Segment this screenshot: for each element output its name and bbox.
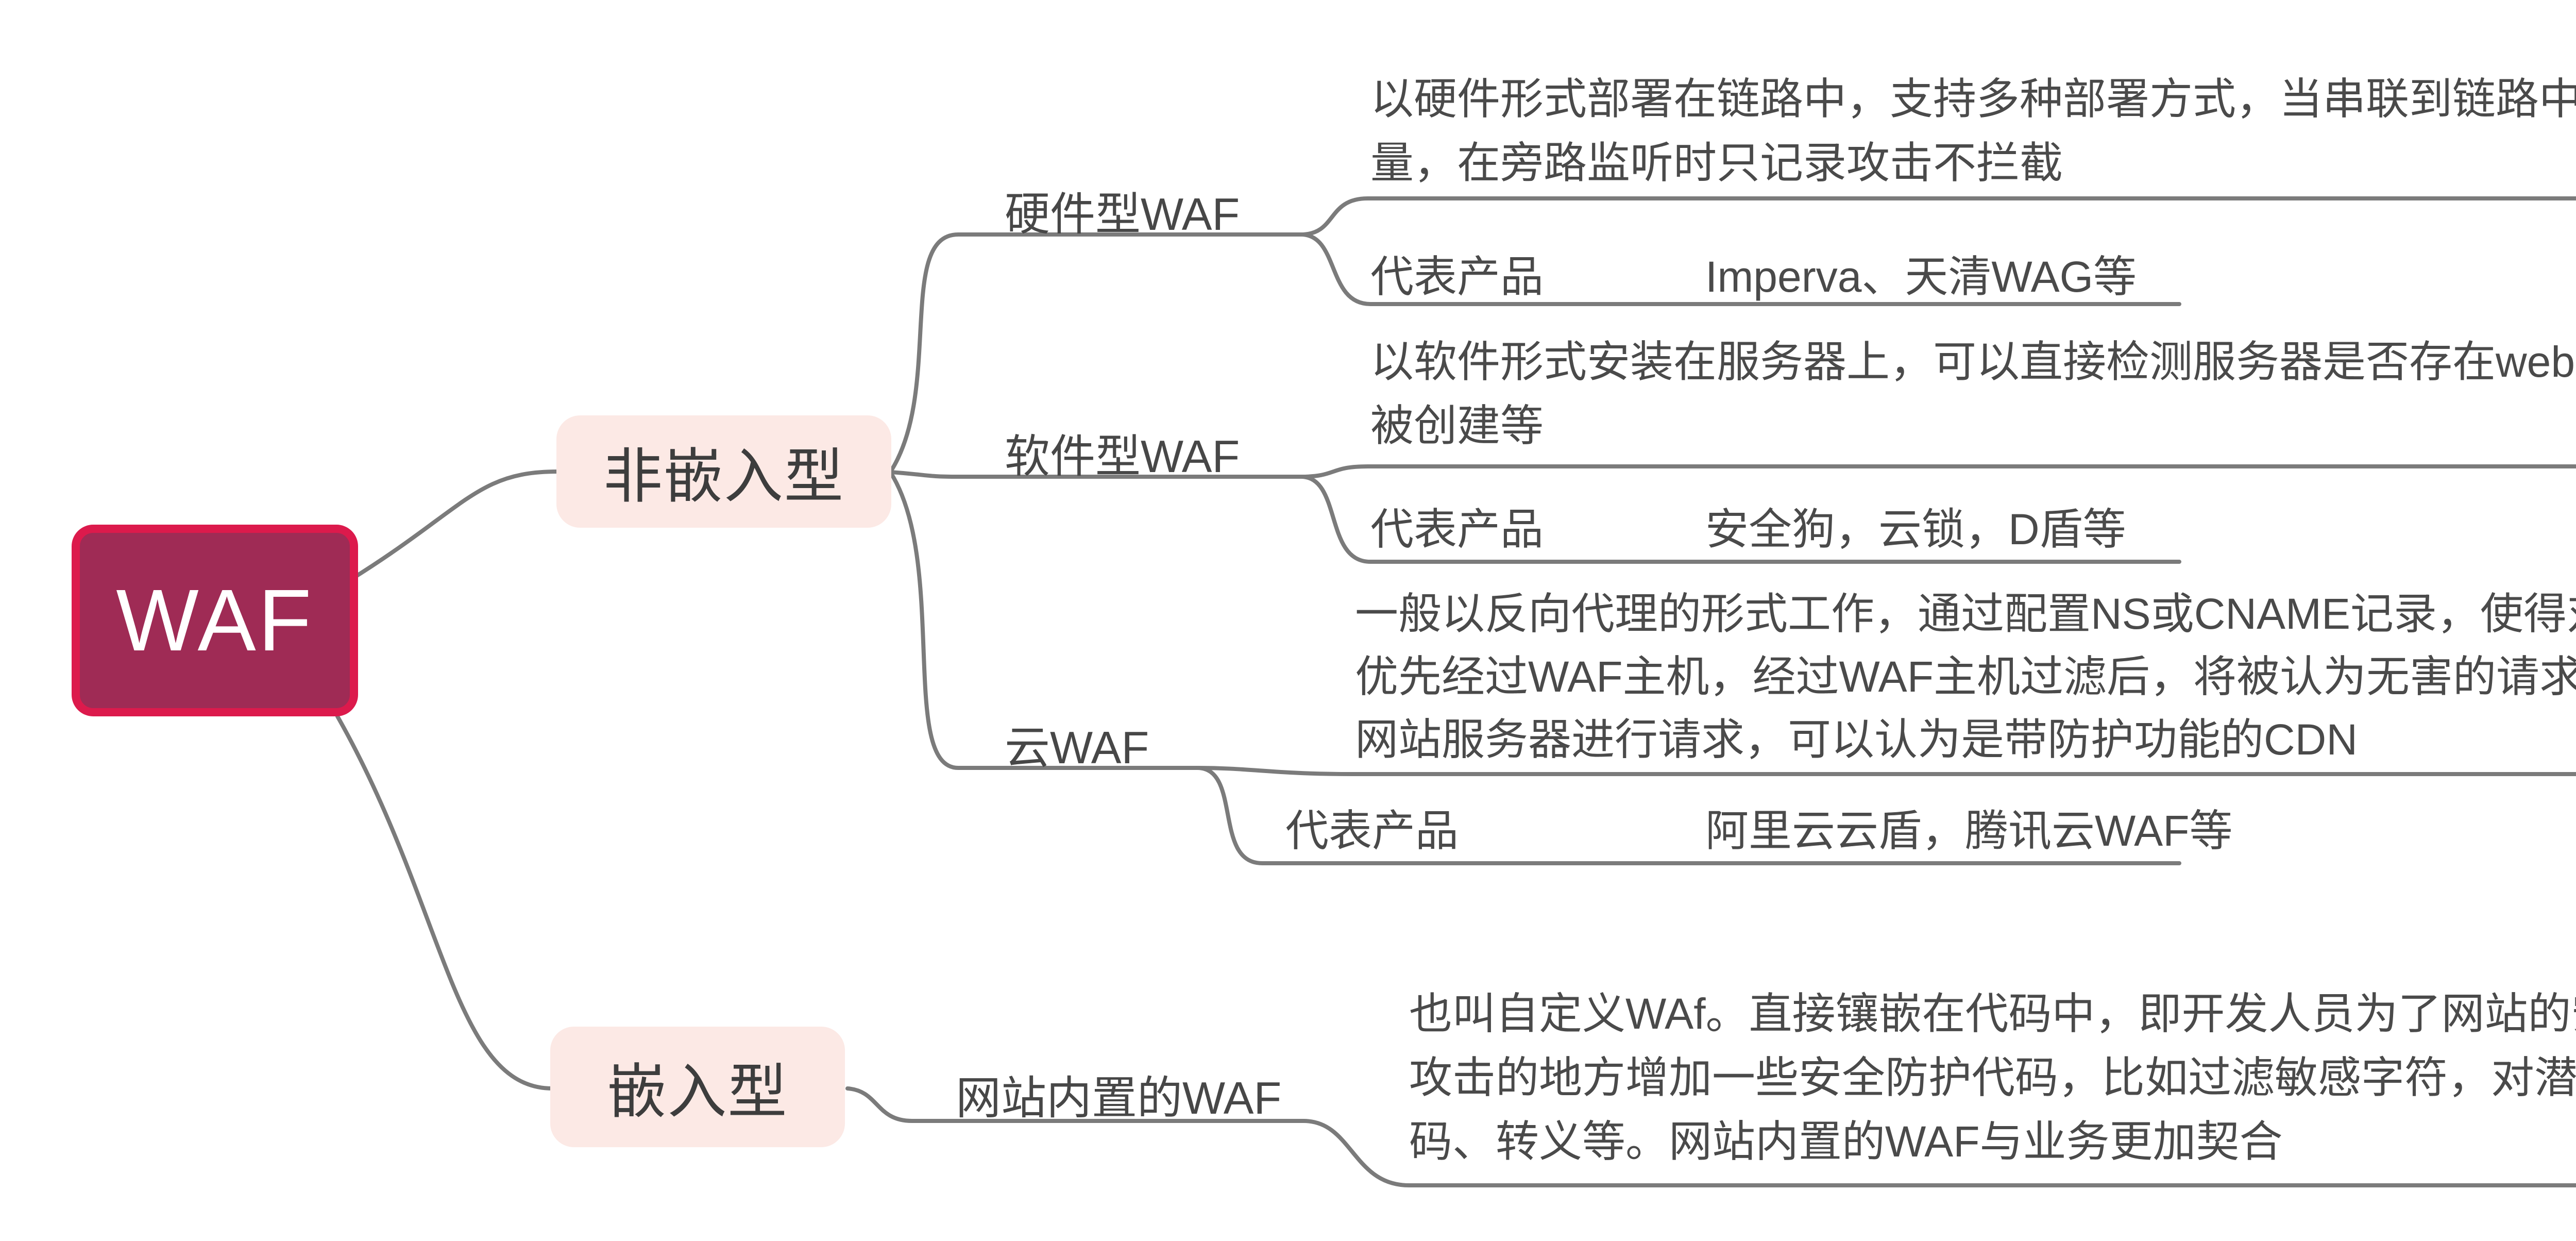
leaf-topic-cloud-waf[interactable]: 云WAF xyxy=(1005,722,1149,773)
edge-software-desc xyxy=(1299,464,2576,479)
branch-topic-non-embedded[interactable]: 非嵌入型 xyxy=(556,415,891,528)
leaf-topic-software-waf[interactable]: 软件型WAF xyxy=(1005,431,1240,482)
hardware-waf-products-label: 代表产品 xyxy=(1370,253,1544,301)
hardware-waf-description: 以硬件形式部署在链路中，支持多种部署方式，当串联到链路中时可以拦截恶意流 量，在… xyxy=(1370,75,2576,187)
leaf-topic-hardware-waf[interactable]: 硬件型WAF xyxy=(1005,189,1240,240)
leaf-topic-builtin-waf[interactable]: 网站内置的WAF xyxy=(956,1072,1282,1123)
software-waf-products: 安全狗，云锁，D盾等 xyxy=(1705,505,2126,554)
edge-hardware-desc xyxy=(1299,196,2576,237)
edge-to-cloud-waf xyxy=(888,470,1200,770)
edge-to-software-waf xyxy=(888,470,1303,479)
branch-topic-embedded[interactable]: 嵌入型 xyxy=(550,1027,845,1147)
hardware-waf-products: Imperva、天清WAG等 xyxy=(1705,253,2137,301)
branch-topic-label: 非嵌入型 xyxy=(603,444,844,510)
root-topic-waf[interactable]: WAF xyxy=(72,525,358,716)
edge-to-hardware-waf xyxy=(888,232,1303,474)
cloud-waf-products: 阿里云云盾，腾讯云WAF等 xyxy=(1705,807,2233,855)
builtin-waf-description: 也叫自定义WAf。直接镶嵌在代码中，即开发人员为了网站的安全，会在可能遭受 攻击… xyxy=(1409,990,2576,1166)
edge-software-products xyxy=(1299,475,2181,564)
software-waf-description: 以软件形式安装在服务器上，可以直接检测服务器是否存在webshell、是否有文件… xyxy=(1370,338,2576,450)
edge-root-to-embedded xyxy=(335,714,554,1091)
software-waf-products-label: 代表产品 xyxy=(1370,505,1544,554)
edge-builtin-desc xyxy=(1301,1119,2576,1187)
edge-to-builtin-waf xyxy=(845,1086,1306,1123)
root-topic-label: WAF xyxy=(116,572,314,669)
branch-topic-label: 嵌入型 xyxy=(607,1059,788,1125)
cloud-waf-products-label: 代表产品 xyxy=(1285,807,1459,855)
edge-hardware-products xyxy=(1299,232,2181,306)
edge-cloud-products xyxy=(1196,766,2181,865)
edge-cloud-desc xyxy=(1196,766,2576,776)
cloud-waf-description: 一般以反向代理的形式工作，通过配置NS或CNAME记录，使得对网站的请求报文 优… xyxy=(1355,590,2576,764)
edge-root-to-non-embedded xyxy=(348,469,560,582)
